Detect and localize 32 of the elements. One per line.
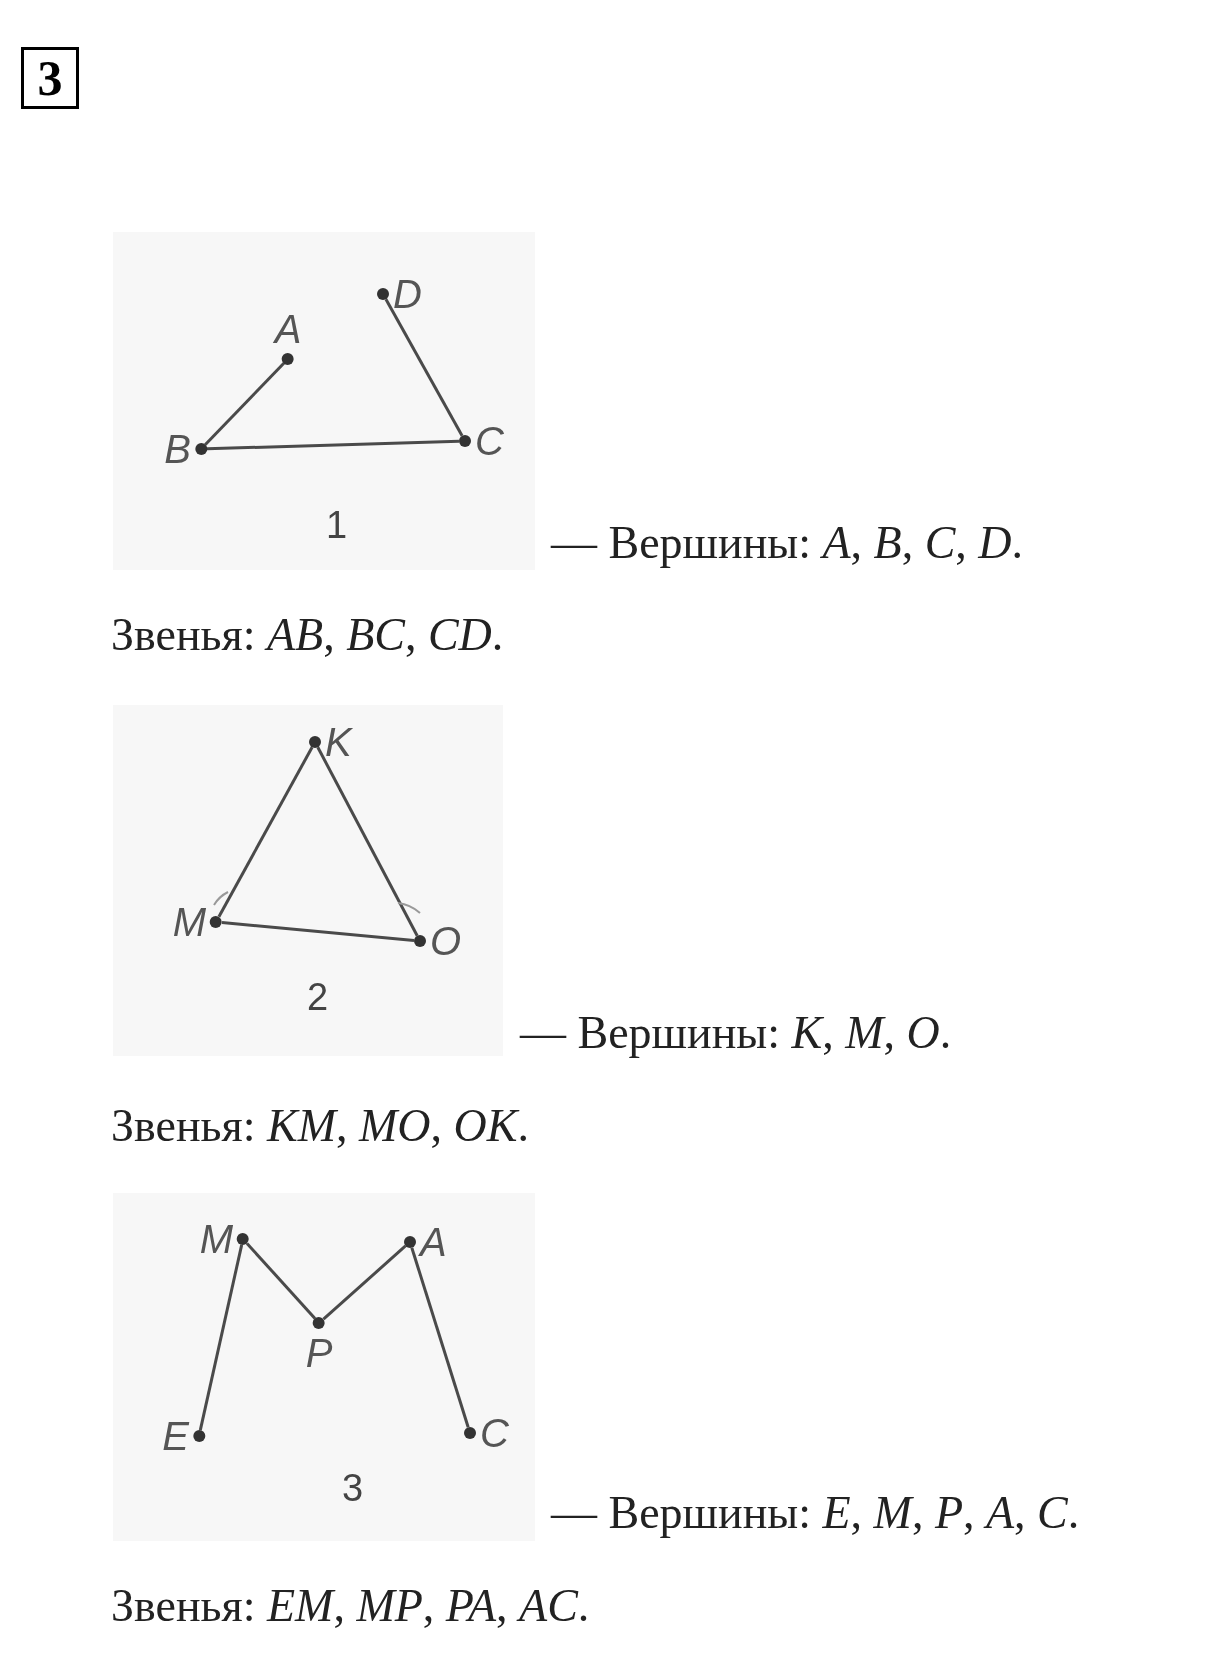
line-segment: [217, 746, 314, 918]
vertex-letter: M: [172, 902, 206, 942]
line-segment: [322, 1244, 407, 1321]
vertex-letter: O: [430, 921, 462, 961]
figure-number: 2: [307, 978, 329, 1016]
line-segment: [245, 1242, 317, 1320]
vertex-letter: A: [420, 1222, 447, 1262]
vertex-letter: K: [325, 722, 352, 762]
line-segment: [206, 439, 460, 451]
line-segment: [198, 1244, 244, 1431]
line-segment: [204, 362, 285, 446]
answer-text: — Вершины: K, M, O.: [520, 1010, 952, 1056]
answer-text: — Вершины: E, M, P, A, C.: [551, 1490, 1080, 1536]
line-segment: [384, 298, 464, 437]
line-segment: [221, 921, 415, 942]
answer-text: — Вершины: A, B, C, D.: [551, 520, 1024, 566]
vertex-letter: D: [393, 274, 422, 314]
answer-text: Звенья: KM, MO, OK.: [111, 1103, 529, 1149]
line-segment: [410, 1247, 470, 1428]
answer-text: Звенья: AB, BC, CD.: [111, 612, 504, 658]
line-segment: [316, 746, 419, 937]
vertex-letter: C: [480, 1413, 509, 1453]
vertex-letter: P: [305, 1333, 333, 1373]
answer-text: Звенья: EM, MP, PA, AC.: [111, 1583, 590, 1629]
vertex-letter: C: [475, 421, 504, 461]
exercise-number: 3: [21, 47, 79, 109]
vertex-letter: E: [162, 1416, 189, 1456]
vertex-letter: B: [164, 429, 191, 469]
vertex-letter: M: [199, 1219, 233, 1259]
vertex-letter: A: [274, 309, 302, 349]
figure-number: 3: [342, 1469, 364, 1507]
figure-number: 1: [326, 506, 348, 544]
